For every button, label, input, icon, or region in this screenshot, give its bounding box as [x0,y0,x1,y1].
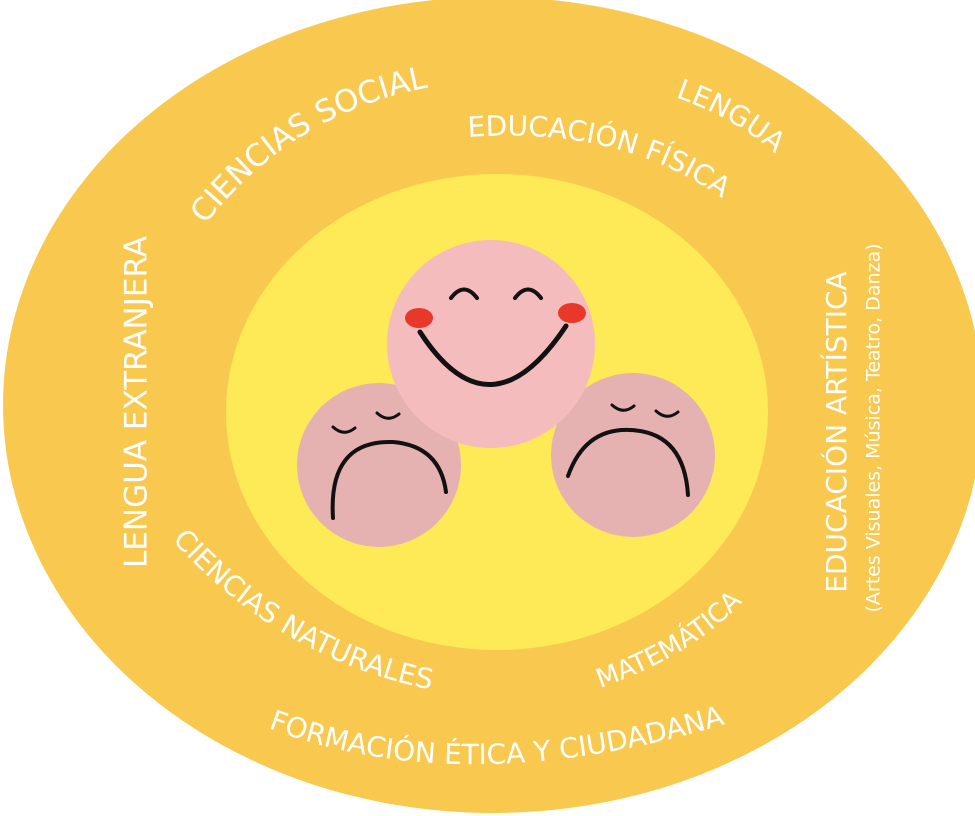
label-educacion-artistica-sub: (Artes Visuales, Música, Teatro, Danza) [863,243,885,612]
label-educacion-artistica: EDUCACIÓN ARTÍSTICA [819,271,853,592]
sad-face-left [297,383,461,547]
label-lengua-extranjera: LENGUA EXTRANJERA [119,236,155,568]
cheek-right [558,303,586,323]
happy-face [387,240,595,448]
cheek-left [405,308,433,328]
sad-face-right [551,373,715,537]
